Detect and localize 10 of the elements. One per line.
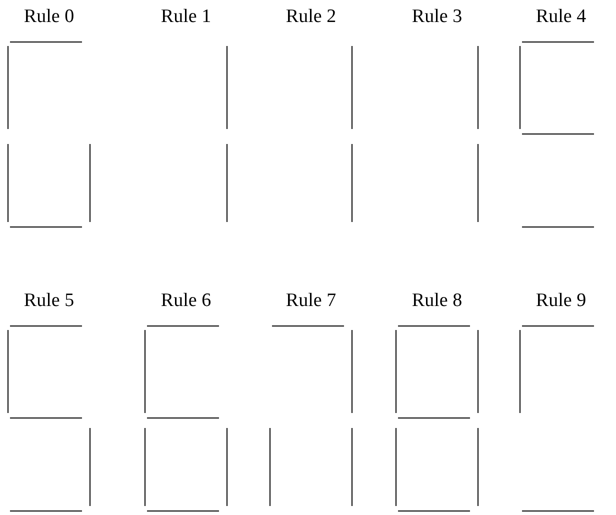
rule-label: Rule 3 xyxy=(412,6,462,28)
rule-label: Rule 8 xyxy=(412,290,462,312)
rule-label: Rule 7 xyxy=(286,290,336,312)
rule-label: Rule 4 xyxy=(536,6,586,28)
rule-label: Rule 9 xyxy=(536,290,586,312)
rule-label: Rule 1 xyxy=(160,6,212,28)
rule-label: Rule 5 xyxy=(24,290,74,312)
rule-label: Rule 0 xyxy=(24,6,74,28)
rule-label: Rule 2 xyxy=(286,6,336,28)
rule-label: Rule 6 xyxy=(160,290,212,312)
